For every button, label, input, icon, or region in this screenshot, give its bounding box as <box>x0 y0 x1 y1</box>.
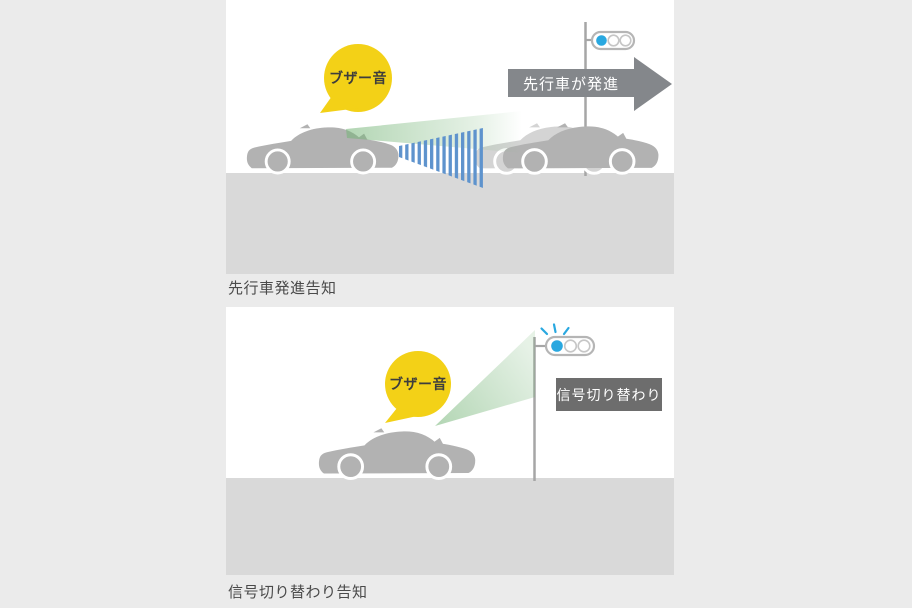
panel-2-caption: 信号切り替わり告知 <box>228 584 368 601</box>
road <box>226 173 674 274</box>
departure-arrow-icon <box>508 57 672 111</box>
signal-flash-icon <box>540 323 570 336</box>
speech-bubble-icon <box>320 44 392 113</box>
blue-lamp <box>551 340 563 352</box>
detection-cone-icon <box>435 330 535 426</box>
panel-signal-change: 信号切り替わり ブザー音 <box>226 307 674 575</box>
preceding-car-silhouette <box>501 121 660 175</box>
blue-lamp <box>596 35 607 46</box>
buzzer-bubble-label: ブザー音 <box>389 376 447 392</box>
radar-waves-icon <box>399 128 483 188</box>
panel-preceding-vehicle-departure: 先行車が発進 ブザー音 <box>226 0 674 274</box>
buzzer-bubble-label: ブザー音 <box>329 70 387 86</box>
road <box>226 478 674 575</box>
traffic-light-icon <box>533 323 596 481</box>
signal-change-label: 信号切り替わり <box>556 378 662 411</box>
speech-bubble-icon <box>385 351 451 423</box>
self-car-silhouette <box>317 426 477 480</box>
panel-1-caption: 先行車発進告知 <box>228 280 337 297</box>
departure-arrow-label: 先行車が発進 <box>522 75 619 93</box>
